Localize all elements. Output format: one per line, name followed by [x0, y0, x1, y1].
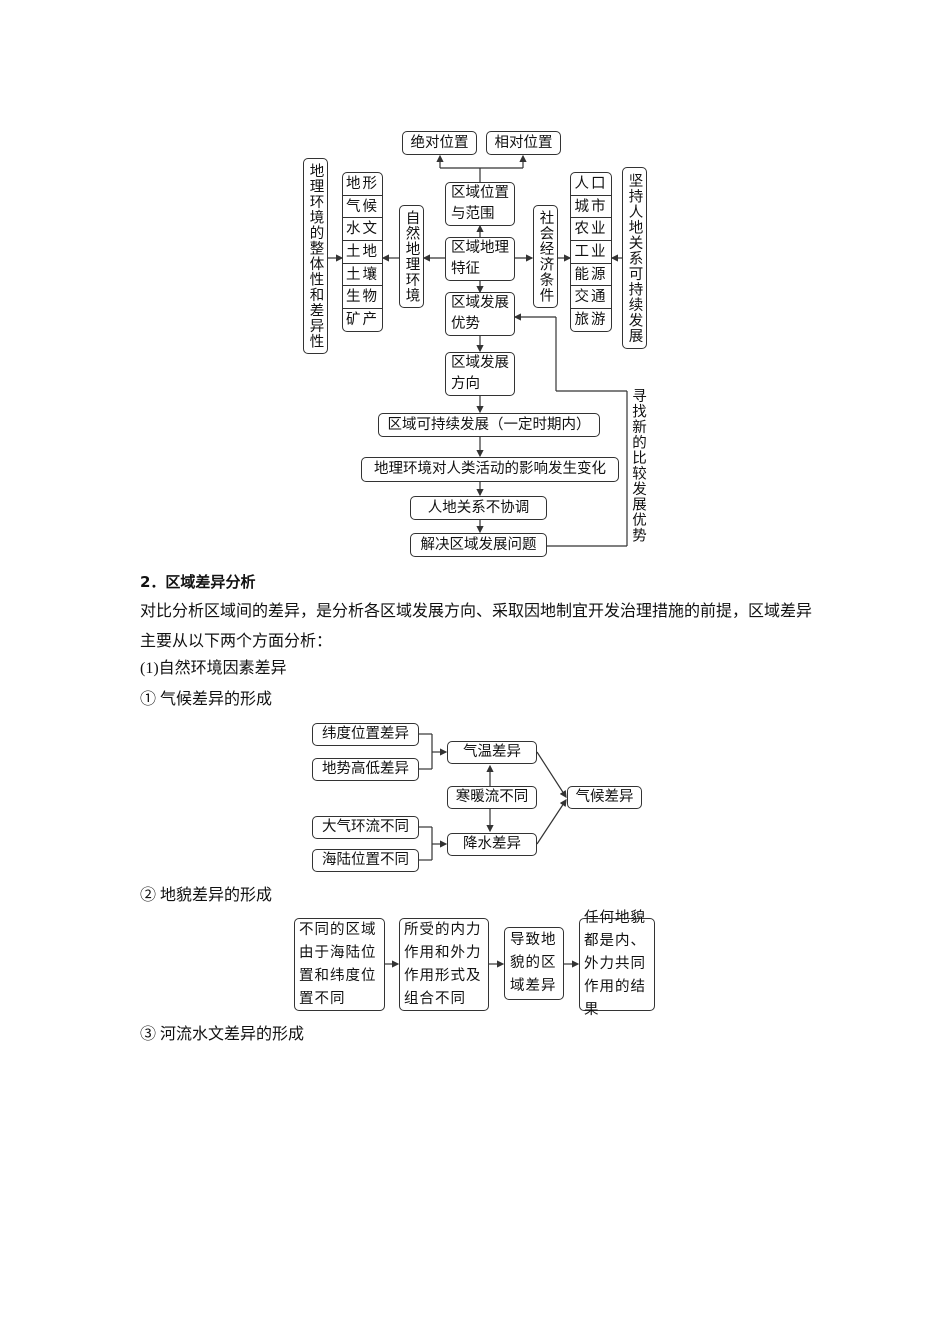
socio-factor: 农业 — [571, 218, 611, 242]
item-landform-formation: ② 地貌差异的形成 — [140, 887, 273, 904]
natural-factor: 土壤 — [343, 264, 382, 287]
forces-box: 所受的内力作用和外力作用形式及组合不同 — [399, 918, 489, 1011]
natural-factor: 地形 — [343, 173, 382, 196]
precipitation-difference-box: 降水差异 — [447, 833, 537, 856]
natural-factor: 水文 — [343, 218, 382, 242]
natural-factors-list: 地形 气候 水文 土地 土壤 生物 矿产 — [342, 172, 383, 332]
item-climate-formation: ① 气候差异的形成 — [140, 691, 273, 708]
geographic-features-box: 区域地理特征 — [445, 237, 515, 281]
section-heading: 2．区域差异分析 — [140, 573, 256, 591]
integrity-difference-box: 地理环境的整体性和差异性 — [303, 158, 328, 354]
natural-factor: 土地 — [343, 241, 382, 264]
item-hydrology-formation: ③ 河流水文差异的形成 — [140, 1026, 305, 1043]
feedback-label: 寻找新的比较发展优势 — [630, 388, 646, 543]
solve-problems-box: 解决区域发展问题 — [410, 533, 547, 557]
sustainable-development-box: 区域可持续发展（一定时期内） — [378, 413, 600, 437]
absolute-location-box: 绝对位置 — [402, 131, 477, 155]
location-range-box: 区域位置与范围 — [445, 182, 515, 226]
environment-change-box: 地理环境对人类活动的影响发生变化 — [361, 457, 619, 482]
socio-factor: 人口 — [571, 173, 611, 196]
latitude-difference-box: 纬度位置差异 — [312, 723, 419, 746]
natural-factor: 气候 — [343, 196, 382, 219]
relative-location-box: 相对位置 — [486, 131, 561, 155]
socio-factors-list: 人口 城市 农业 工业 能源 交通 旅游 — [570, 172, 612, 332]
conclusion-box: 任何地貌都是内、外力共同作用的结果 — [579, 910, 655, 1018]
natural-factor: 生物 — [343, 286, 382, 310]
atmospheric-circulation-box: 大气环流不同 — [312, 816, 419, 839]
socio-factor: 交通 — [571, 286, 611, 310]
socio-factor: 工业 — [571, 241, 611, 264]
temperature-difference-box: 气温差异 — [447, 741, 537, 764]
socio-factor: 能源 — [571, 264, 611, 287]
elevation-difference-box: 地势高低差异 — [312, 758, 419, 781]
socio-factor: 旅游 — [574, 312, 608, 329]
land-sea-position-box: 海陆位置不同 — [312, 849, 419, 872]
climate-difference-box: 气候差异 — [567, 786, 642, 809]
sustainable-human-land-box: 坚持人地关系可持续发展 — [622, 167, 647, 349]
natural-environment-box: 自然地理环境 — [399, 205, 424, 308]
subsection-natural-factors: (1)自然环境因素差异 — [140, 660, 287, 677]
cause-box: 不同的区域由于海陆位置和纬度位置不同 — [294, 918, 385, 1011]
ocean-currents-box: 寒暖流不同 — [447, 786, 537, 809]
imbalance-box: 人地关系不协调 — [410, 496, 547, 520]
socio-factor: 城市 — [571, 196, 611, 219]
development-advantage-box: 区域发展优势 — [445, 292, 515, 336]
development-direction-box: 区域发展方向 — [445, 352, 515, 396]
socio-economic-box: 社会经济条件 — [533, 205, 558, 308]
intro-paragraph: 对比分析区域间的差异，是分析各区域发展方向、采取因地制宜开发治理措施的前提，区域… — [140, 603, 813, 650]
natural-factor: 矿产 — [346, 312, 379, 329]
regional-difference-box: 导致地貌的区域差异 — [504, 927, 564, 1000]
